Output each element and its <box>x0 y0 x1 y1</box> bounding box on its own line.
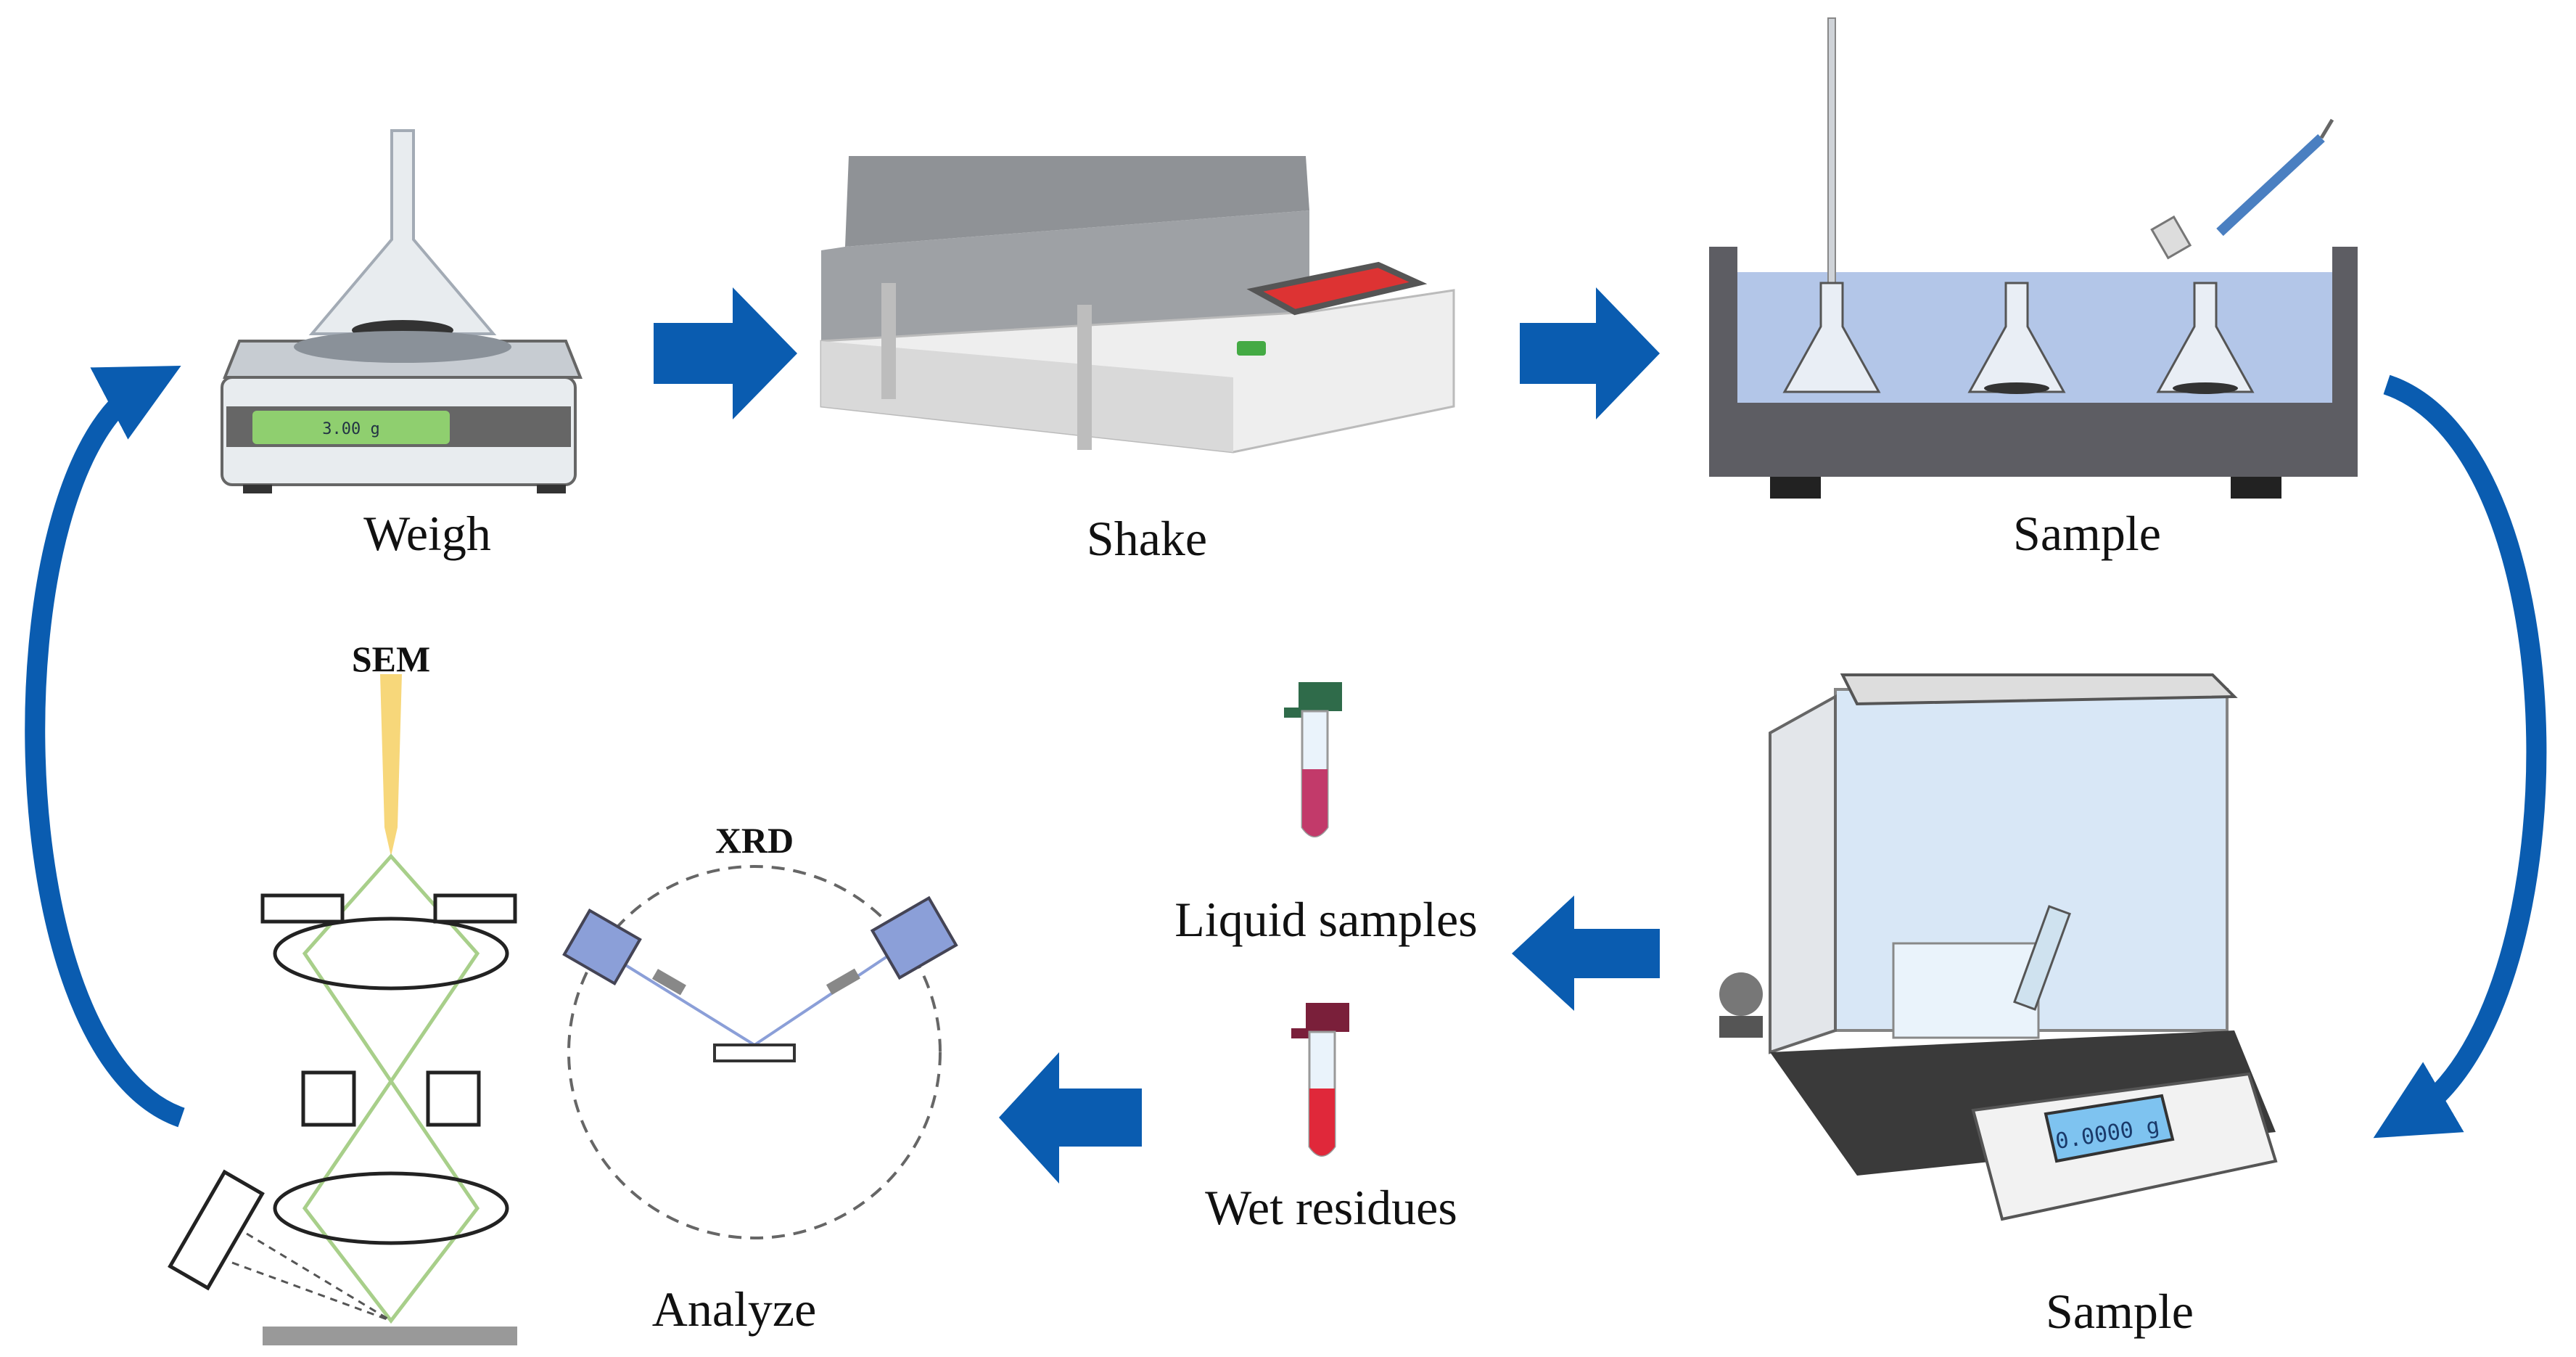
x-ray-source-icon <box>562 908 642 986</box>
flask-1 <box>1782 282 1881 393</box>
curved-arrow-up-icon <box>25 365 185 1128</box>
label-analyze: Analyze <box>652 1282 817 1337</box>
sem-schematic <box>168 674 517 1345</box>
top-loading-balance: 3.00 g <box>221 129 583 493</box>
arrow-left-icon <box>999 1052 1142 1184</box>
beaker-icon <box>1892 942 2040 1039</box>
liquid-sample-tube <box>1284 682 1342 837</box>
balance-display <box>2044 1094 2175 1163</box>
flask-2 <box>1967 282 2066 394</box>
label-sem: SEM <box>352 639 430 679</box>
control-panel-display <box>1246 261 1428 316</box>
xrd-schematic <box>562 865 958 1239</box>
filter-icon <box>2150 215 2192 260</box>
lens-icon <box>273 1171 509 1245</box>
detector-icon <box>168 1169 265 1291</box>
water-bath <box>1709 17 2358 499</box>
label-sample-top: Sample <box>2013 506 2161 561</box>
sample-stage <box>713 1044 796 1062</box>
analytical-balance: 0.0000 g <box>1719 673 2278 1221</box>
balance-reading: 3.00 g <box>322 420 379 438</box>
electron-beam <box>380 674 402 856</box>
wet-residue-tube <box>1291 1003 1349 1157</box>
label-shake: Shake <box>1087 511 1207 566</box>
arrow-right-icon <box>1520 287 1660 419</box>
label-sample-bottom: Sample <box>2046 1284 2194 1339</box>
label-xrd: XRD <box>715 820 794 861</box>
power-switch-icon <box>1237 341 1266 356</box>
arrow-left-icon <box>1512 895 1660 1011</box>
lens-icon <box>273 917 509 991</box>
curved-arrow-down-icon <box>2373 374 2547 1139</box>
erlenmeyer-flask-icon <box>308 129 497 335</box>
detector-icon <box>870 895 958 980</box>
balance-display <box>252 411 450 444</box>
flask-3 <box>2156 282 2255 394</box>
syringe-icon <box>2216 134 2325 237</box>
shaker-machine <box>820 156 1455 454</box>
sample-stage <box>263 1327 517 1345</box>
label-weigh: Weigh <box>363 506 491 561</box>
label-liquid-samples: Liquid samples <box>1174 892 1477 947</box>
arrow-right-icon <box>654 287 797 419</box>
centrifuge-tube-icon <box>2013 905 2071 1011</box>
label-wet-residues: Wet residues <box>1205 1180 1457 1235</box>
